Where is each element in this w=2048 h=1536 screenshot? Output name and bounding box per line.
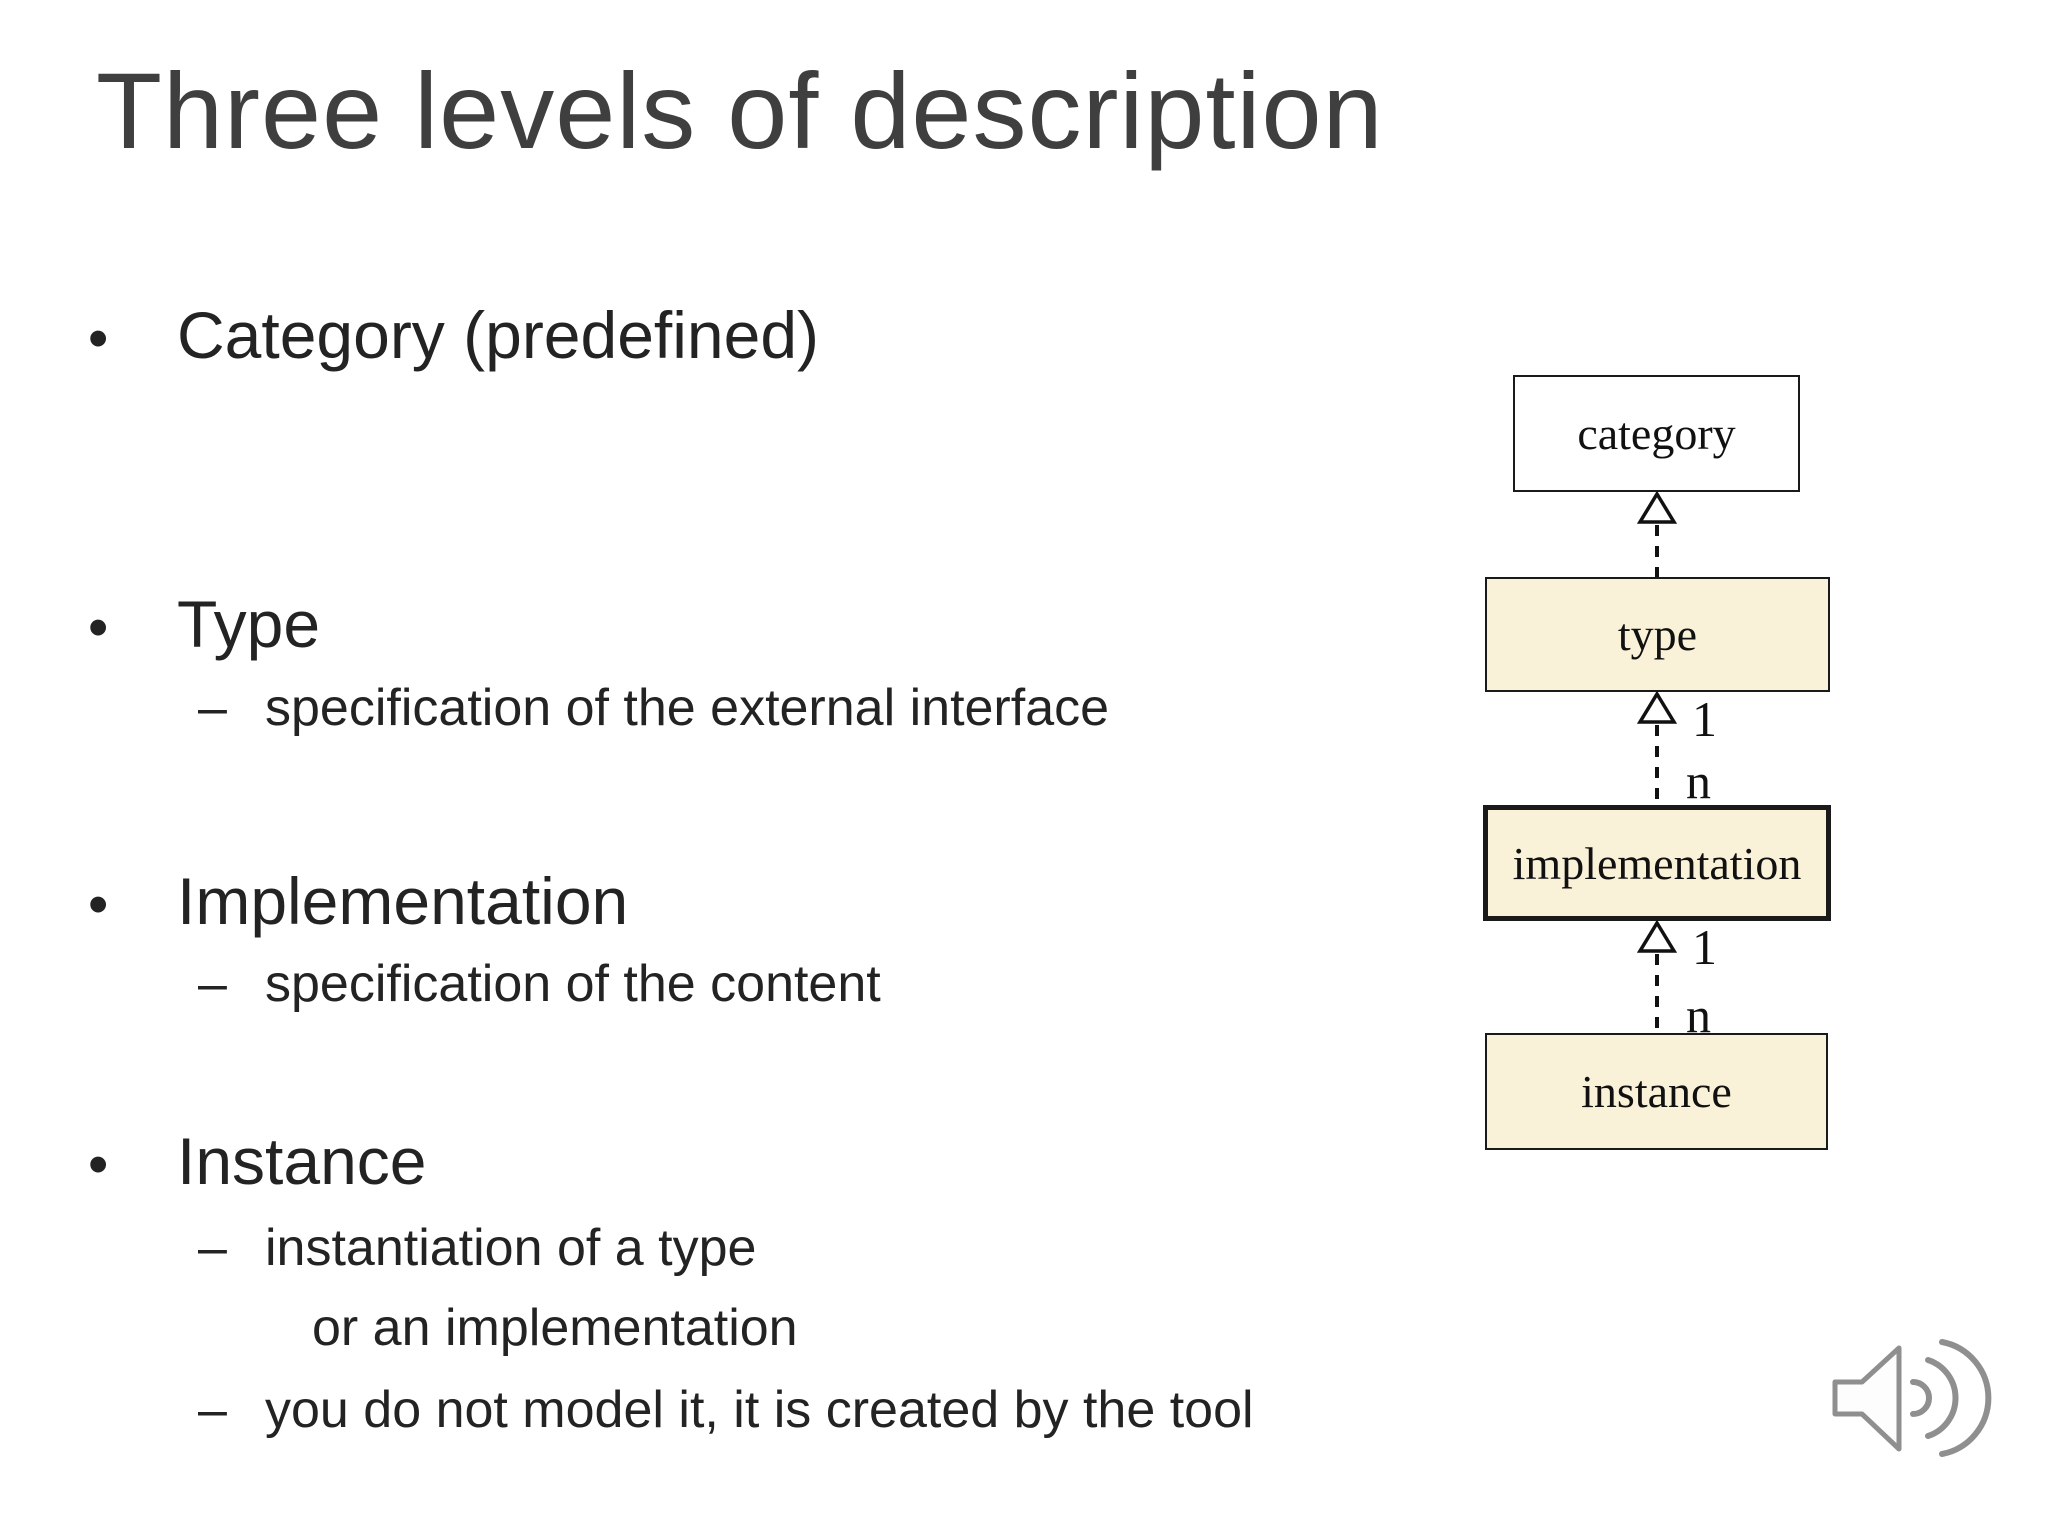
bullet-type: • Type bbox=[88, 585, 320, 664]
bullet-dot: • bbox=[88, 306, 109, 371]
subbullet-text: specification of the external interface bbox=[265, 679, 1110, 737]
subbullet-content: – specification of the content bbox=[198, 952, 881, 1017]
dash-marker: – bbox=[198, 679, 227, 737]
multiplicity-one: 1 bbox=[1692, 919, 1717, 975]
multiplicity-many: n bbox=[1686, 987, 1711, 1043]
diagram-box-implementation: implementation bbox=[1483, 805, 1831, 921]
diagram-box-label: instance bbox=[1581, 1066, 1732, 1117]
subbullet-instantiation: – instantiation of a type bbox=[198, 1216, 756, 1281]
subbullet-text: you do not model it, it is created by th… bbox=[265, 1381, 1254, 1439]
bullet-label: Type bbox=[177, 587, 321, 661]
diagram-box-type: type bbox=[1485, 577, 1830, 692]
diagram-box-label: type bbox=[1617, 609, 1698, 660]
bullet-category: • Category (predefined) bbox=[88, 296, 819, 375]
bullet-label: Instance bbox=[177, 1124, 427, 1198]
generalization-arrow-type-to-category bbox=[1636, 491, 1678, 577]
generalization-arrow-implementation-to-type bbox=[1636, 691, 1678, 805]
bullet-label: Category (predefined) bbox=[177, 298, 820, 372]
diagram-box-label: category bbox=[1577, 408, 1736, 459]
bullet-label: Implementation bbox=[177, 864, 629, 938]
bullet-dot: • bbox=[88, 1132, 109, 1197]
subbullet-text: or an implementation bbox=[312, 1299, 798, 1357]
diagram-box-label: implementation bbox=[1512, 837, 1802, 889]
multiplicity-one: 1 bbox=[1692, 691, 1717, 747]
subbullet-created-by-tool: – you do not model it, it is created by … bbox=[198, 1378, 1254, 1443]
subbullet-external-interface: – specification of the external interfac… bbox=[198, 676, 1109, 741]
bullet-instance: • Instance bbox=[88, 1122, 427, 1201]
audio-speaker-icon[interactable] bbox=[1832, 1336, 1992, 1460]
page-title: Three levels of description bbox=[96, 50, 1384, 171]
bullet-dot: • bbox=[88, 595, 109, 660]
dash-marker: – bbox=[198, 955, 227, 1013]
subbullet-continuation: or an implementation bbox=[312, 1296, 798, 1361]
generalization-arrow-instance-to-implementation bbox=[1636, 920, 1678, 1033]
diagram-box-category: category bbox=[1513, 375, 1800, 492]
dash-marker: – bbox=[198, 1219, 227, 1277]
subbullet-text: specification of the content bbox=[265, 955, 881, 1013]
bullet-implementation: • Implementation bbox=[88, 862, 628, 941]
dash-marker: – bbox=[198, 1381, 227, 1439]
subbullet-text: instantiation of a type bbox=[265, 1219, 757, 1277]
bullet-dot: • bbox=[88, 872, 109, 937]
diagram-box-instance: instance bbox=[1485, 1033, 1828, 1150]
multiplicity-many: n bbox=[1686, 753, 1711, 809]
